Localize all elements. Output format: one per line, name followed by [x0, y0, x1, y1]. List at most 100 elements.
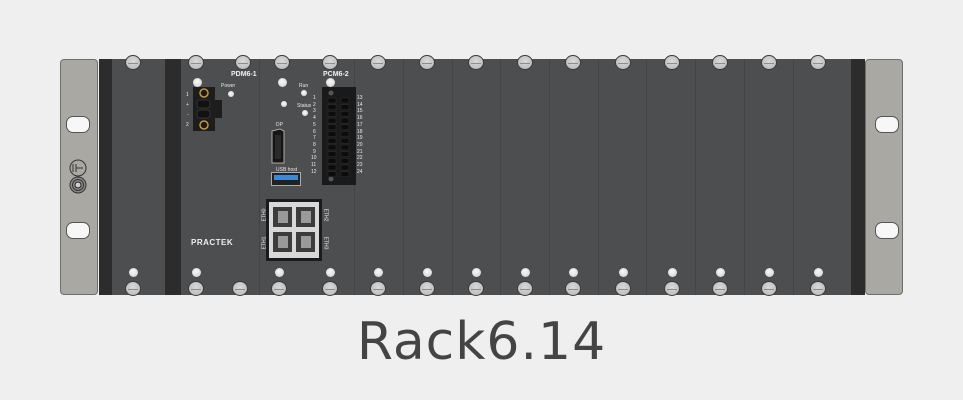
eth1-label: ETH1 [261, 236, 268, 250]
terminal-pin [327, 171, 337, 177]
pdm-module-name: PDM6-1 [231, 71, 257, 78]
terminal-pin [327, 144, 337, 151]
right-rack-ear [865, 59, 903, 295]
panel-screw-icon [565, 55, 581, 70]
panel-screw-icon [419, 281, 435, 296]
terminal-pin [340, 117, 350, 124]
run-led-icon [301, 90, 307, 96]
terminal-pin [340, 137, 350, 144]
eth3-label: ETH3 [322, 236, 329, 250]
pin-label: 16 [357, 115, 363, 122]
panel-screw-icon [810, 55, 826, 70]
pin-label: 7 [313, 135, 316, 142]
mounting-hole-icon [875, 222, 899, 239]
panel-screw-icon [565, 281, 581, 296]
terminal-label: 2 [186, 122, 189, 128]
pin-label: 20 [357, 141, 363, 148]
panel-screw-icon [188, 281, 204, 296]
status-led-icon [326, 78, 335, 87]
status-led-icon [302, 110, 308, 116]
slot-divider [598, 59, 599, 295]
pcm-module-name: PCM6-2 [323, 71, 349, 78]
terminal-pin [327, 137, 337, 144]
terminal-pin [327, 117, 337, 124]
pin-label: 22 [357, 155, 363, 162]
panel-screw-icon [370, 55, 386, 70]
pin-label: 8 [313, 141, 316, 148]
panel-screw-icon [664, 55, 680, 70]
mounting-hole-icon [875, 116, 899, 133]
slot-divider [452, 59, 453, 295]
pcm-and-io-slots [260, 59, 851, 295]
terminal-pin [340, 144, 350, 151]
mounting-hole-icon [66, 222, 90, 239]
terminal-pin [340, 158, 350, 164]
status-led-icon [569, 268, 578, 277]
panel-screw-icon [125, 281, 141, 296]
panel-screw-icon [615, 281, 631, 296]
status-led-icon [521, 268, 530, 277]
terminal-label: - [187, 112, 189, 118]
panel-screw-icon [232, 281, 248, 296]
panel-screw-icon [615, 55, 631, 70]
slot-divider [403, 59, 404, 295]
panel-screw-icon [761, 55, 777, 70]
status-led-icon [765, 268, 774, 277]
usb-host-port[interactable] [271, 172, 301, 186]
eth0-label: ETH0 [261, 208, 268, 222]
eth2-label: ETH2 [322, 208, 329, 222]
ground-symbol-icon [69, 159, 87, 194]
terminal-pin [327, 164, 337, 171]
panel-screw-icon [712, 55, 728, 70]
mounting-hole-icon [66, 116, 90, 133]
pin-label: 19 [357, 135, 363, 142]
panel-screw-icon [419, 55, 435, 70]
slot-divider [695, 59, 696, 295]
panel-screw-icon [322, 55, 338, 70]
terminal-block-24-pin[interactable] [322, 87, 356, 185]
blank-slot-panel[interactable] [112, 59, 165, 295]
run-label: Run [299, 83, 309, 89]
dp-label: DP [276, 122, 283, 128]
terminal-label: + [186, 102, 189, 108]
status-led-icon [275, 268, 284, 277]
status-led-icon [668, 268, 677, 277]
status-led-icon [192, 268, 201, 277]
panel-screw-icon [370, 281, 386, 296]
pin-label: 18 [357, 128, 363, 135]
status-led-icon [716, 268, 725, 277]
power-led-icon [228, 91, 234, 97]
pin-label: 4 [313, 115, 316, 122]
terminal-pin [340, 124, 350, 131]
displayport-connector[interactable] [270, 128, 286, 166]
pin-label: 6 [313, 128, 316, 135]
indicator-led-icon [281, 101, 287, 107]
slot-divider [259, 59, 260, 295]
pin-label: 2 [313, 101, 316, 108]
panel-screw-icon [664, 281, 680, 296]
status-led-icon [374, 268, 383, 277]
pin-label: 14 [357, 101, 363, 108]
status-led-icon [326, 268, 335, 277]
slot-divider [744, 59, 745, 295]
pin-label: 1 [313, 95, 316, 101]
pin-label: 15 [357, 108, 363, 115]
pin-label: 17 [357, 121, 363, 128]
status-led-icon [129, 268, 138, 277]
slot-divider [549, 59, 550, 295]
terminal-pin [340, 131, 350, 137]
panel-screw-icon [517, 281, 533, 296]
status-led-icon [193, 78, 202, 87]
rack-title: Rack6.14 [356, 312, 607, 372]
pin-label: 23 [357, 162, 363, 168]
pin-label: 5 [313, 121, 316, 128]
panel-screw-icon [468, 55, 484, 70]
power-terminal-connector[interactable] [193, 87, 223, 131]
panel-screw-icon [761, 281, 777, 296]
panel-screw-icon [322, 281, 338, 296]
ethernet-port-block[interactable] [266, 199, 322, 261]
panel-screw-icon [188, 55, 204, 70]
pin-label: 3 [313, 108, 316, 115]
terminal-label: 1 [186, 92, 189, 98]
terminal-pin [327, 124, 337, 131]
